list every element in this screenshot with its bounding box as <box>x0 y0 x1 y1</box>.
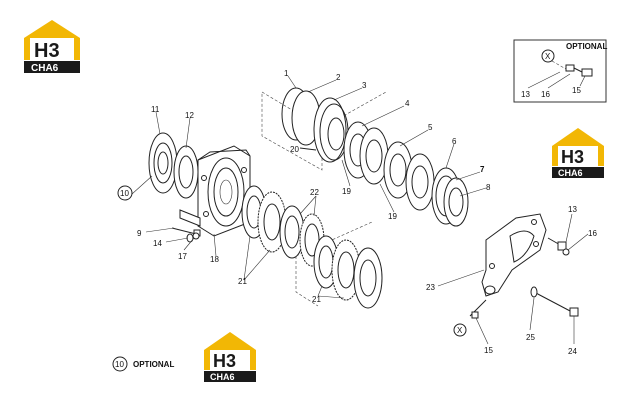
inset-nut-shape <box>565 64 575 72</box>
callout-25: 25 <box>526 333 535 342</box>
callout-17: 17 <box>178 252 187 261</box>
callout-6: 6 <box>452 137 457 146</box>
brand-logo-bottom: H3 CHA6 <box>204 332 256 382</box>
part-21-bearing-right <box>313 235 383 309</box>
callout-8: 8 <box>486 183 491 192</box>
leader-lines <box>131 75 589 345</box>
callout-10-circle <box>117 185 133 201</box>
callout-14: 14 <box>153 239 162 248</box>
callout-5: 5 <box>428 123 433 132</box>
callout-1: 1 <box>284 69 289 78</box>
brand-logo-top-left: H3 CHA6 <box>24 20 80 74</box>
callout-10: 10 <box>120 189 129 198</box>
callout-19-upper: 19 <box>342 187 351 196</box>
x-marker-bottom: X <box>453 323 467 337</box>
callout-2: 2 <box>336 73 341 82</box>
callout-21-left: 21 <box>238 277 247 286</box>
callout-3: 3 <box>362 81 367 90</box>
logo-word-text: CHA6 <box>210 372 235 382</box>
part-24-long-bolt <box>533 291 579 317</box>
callout-4: 4 <box>405 99 410 108</box>
logo-word-text: CHA6 <box>558 168 583 178</box>
inset-x-marker <box>541 49 555 63</box>
inset-callout-16: 16 <box>541 90 550 99</box>
part-8-plate <box>443 177 469 227</box>
part-12-ring <box>173 145 199 199</box>
footnote-circle <box>112 356 128 372</box>
callout-22: 22 <box>310 188 319 197</box>
callout-19-lower: 19 <box>388 212 397 221</box>
inset-callout-13: 13 <box>521 90 530 99</box>
part-3-hub <box>313 97 349 163</box>
part-5-plate <box>383 141 413 199</box>
logo-mark-text: H3 <box>561 147 584 167</box>
part-11-seal <box>148 132 178 194</box>
part-20-pin <box>299 147 317 151</box>
part-18-housing <box>179 145 251 237</box>
part-25-washer <box>530 286 538 298</box>
brand-logo-right: H3 CHA6 <box>552 128 604 178</box>
callout-12: 12 <box>185 111 194 120</box>
logo-word-text: CHA6 <box>31 63 59 74</box>
part-5-plate-b <box>405 153 435 211</box>
footnote-text: OPTIONAL <box>133 360 174 369</box>
x-marker-label: X <box>457 326 463 335</box>
inset-bolt-shape <box>581 68 593 77</box>
callout-20: 20 <box>290 145 299 154</box>
callout-21-right: 21 <box>312 295 321 304</box>
part-17-nut <box>192 232 200 240</box>
part-21-bearing-left <box>241 185 305 259</box>
part-15-fitting <box>469 299 487 319</box>
callout-11: 11 <box>151 105 160 114</box>
footnote-optional: 10 OPTIONAL <box>112 356 174 372</box>
callout-7: 7 <box>480 165 485 174</box>
footnote-number: 10 <box>115 360 124 369</box>
callout-16: 16 <box>588 229 597 238</box>
callout-13: 13 <box>568 205 577 214</box>
optional-inset: OPTIONAL X 13 16 15 <box>513 39 607 103</box>
logo-mark-text: H3 <box>34 40 60 62</box>
callout-24: 24 <box>568 347 577 356</box>
callout-23: 23 <box>426 283 435 292</box>
callout-15: 15 <box>484 346 493 355</box>
inset-callout-15: 15 <box>572 86 581 95</box>
inset-x-label: X <box>545 52 551 61</box>
callout-9: 9 <box>137 229 142 238</box>
callout-18: 18 <box>210 255 219 264</box>
part-13-bolt <box>547 237 570 256</box>
callout-labels: 1 2 3 4 5 6 7 8 9 10 11 12 13 14 15 16 1… <box>117 69 597 356</box>
logo-mark-text: H3 <box>213 351 236 371</box>
inset-title: OPTIONAL <box>566 42 607 51</box>
part-23-bracket <box>481 213 547 297</box>
